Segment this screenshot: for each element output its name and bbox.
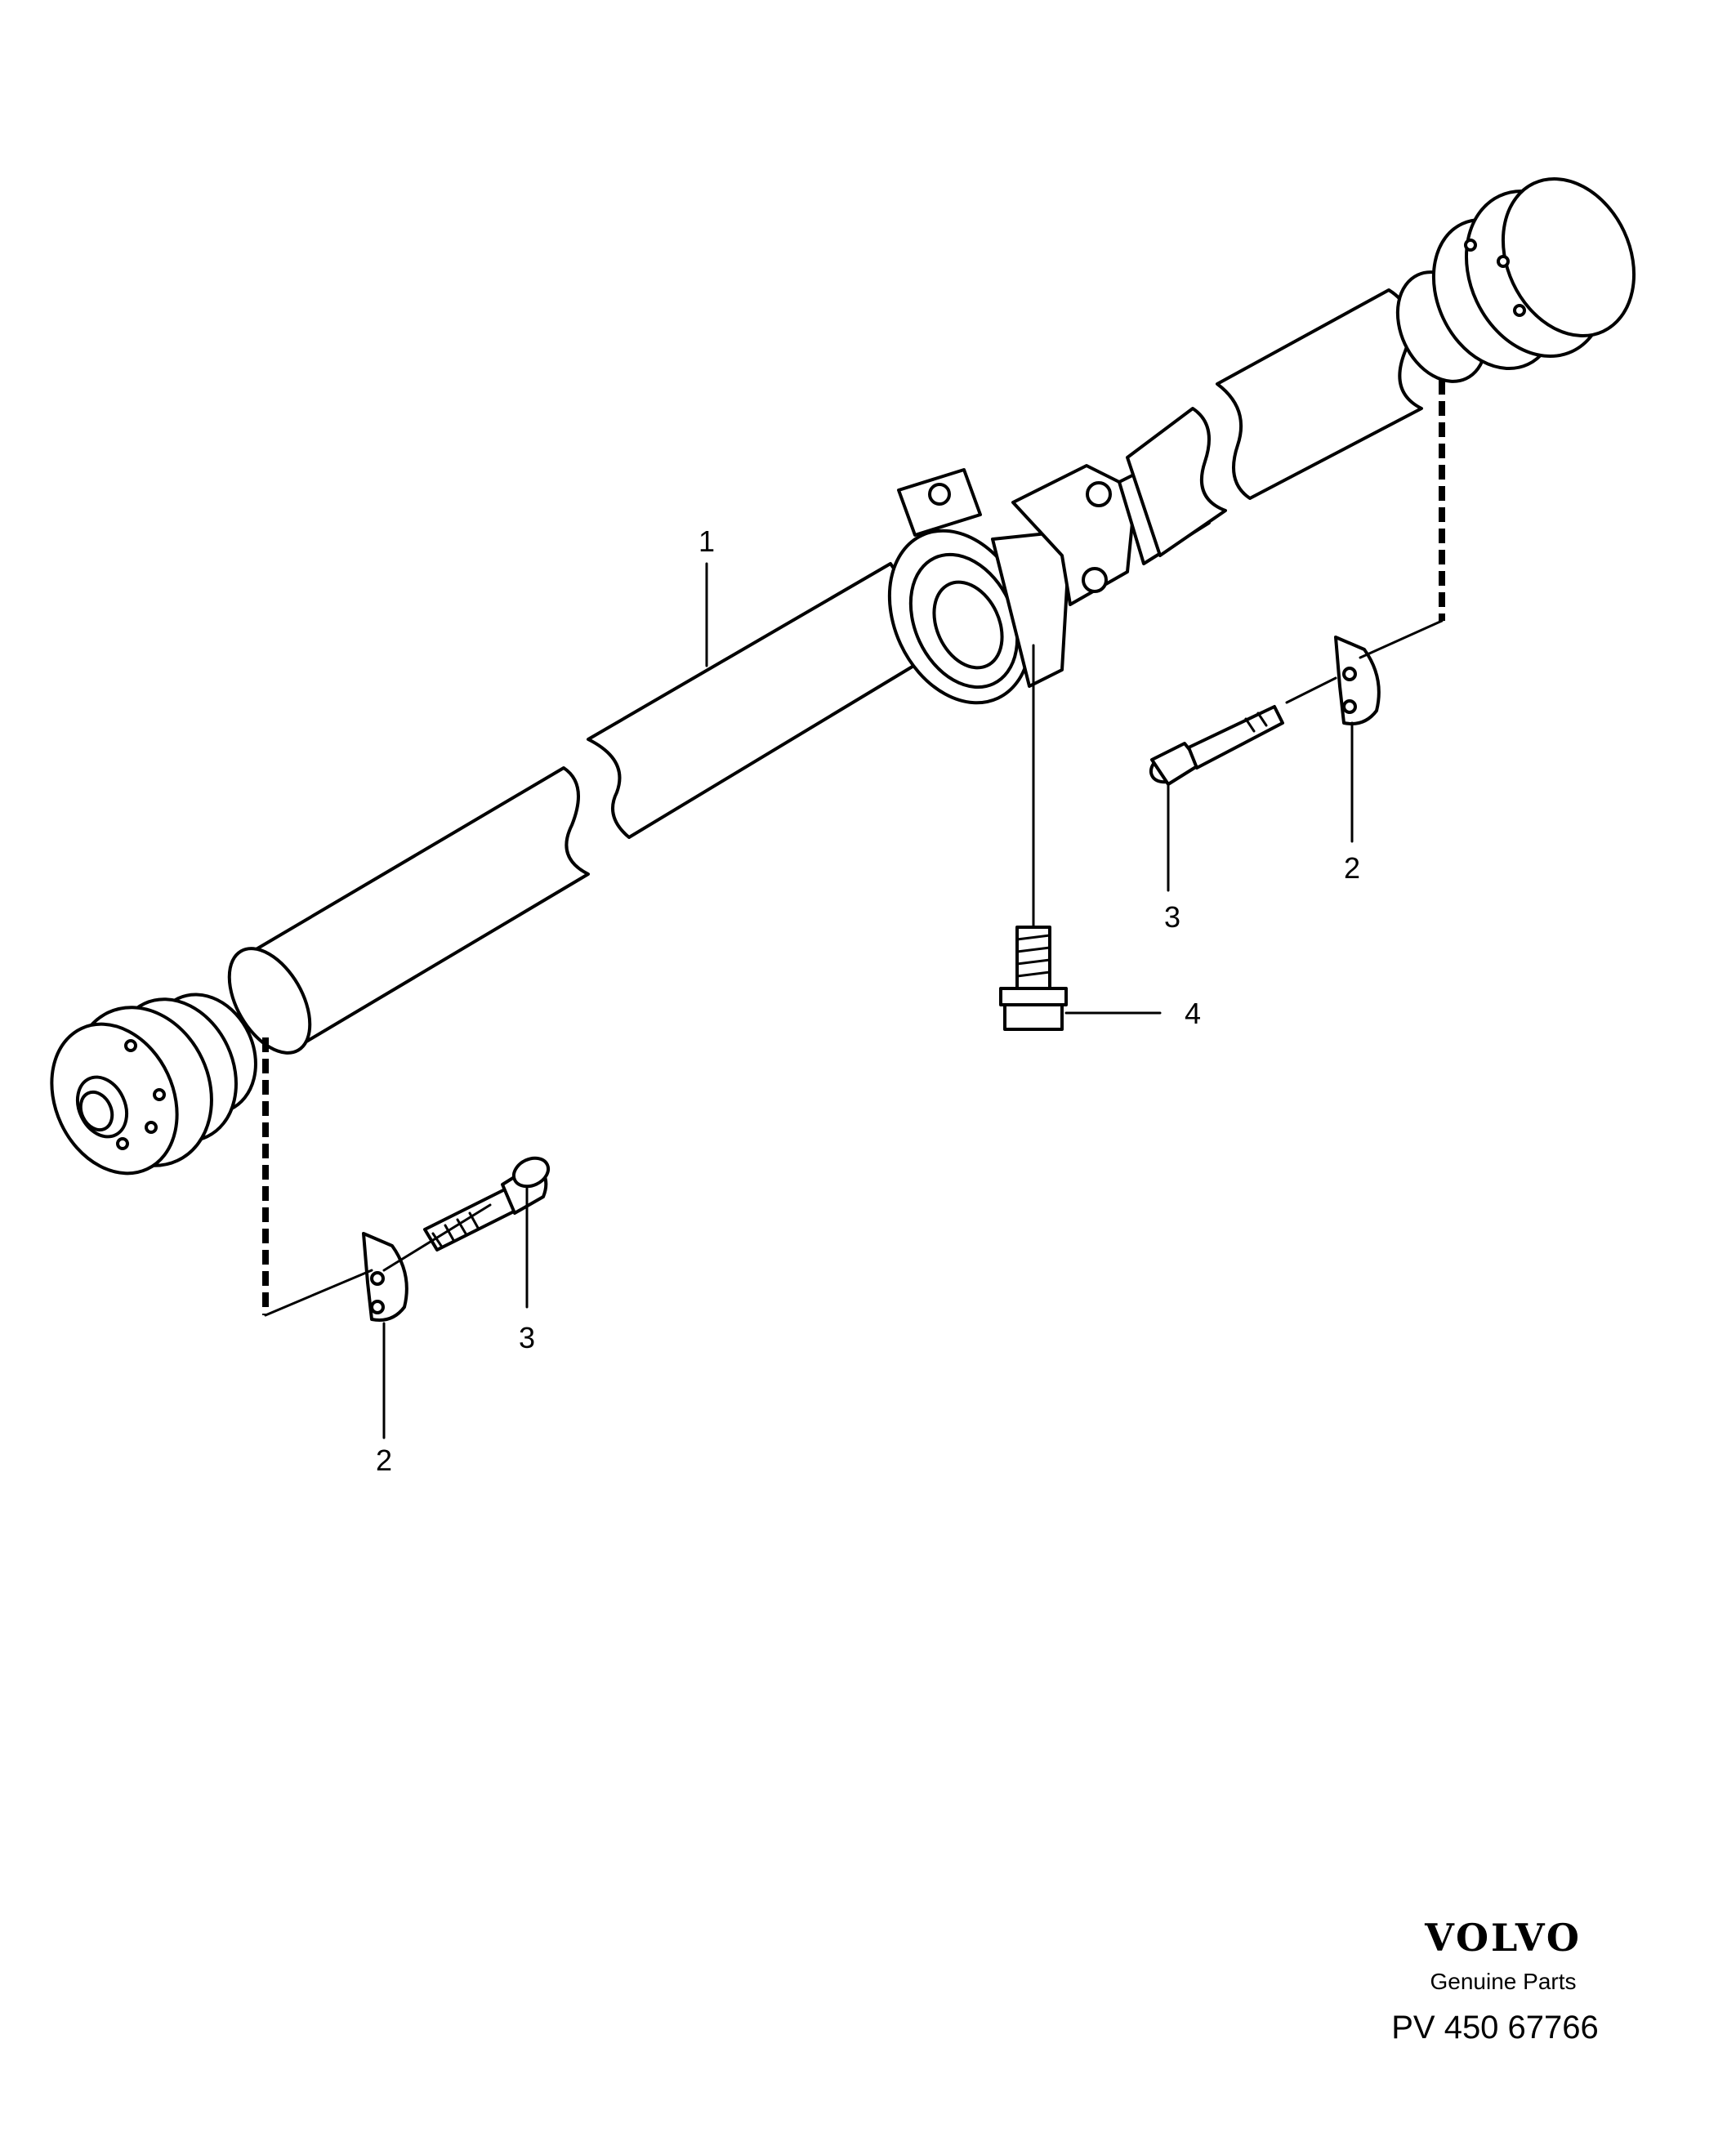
right-clip-icon: [1334, 636, 1381, 725]
callout-right-clip: 2: [1344, 851, 1360, 885]
leader-lines: [382, 562, 1354, 1439]
right-socket-bolt-icon: [1149, 705, 1284, 786]
callout-right-bolt: 3: [1164, 900, 1180, 934]
brand-subtitle: Genuine Parts: [1430, 1969, 1577, 1994]
volvo-logo: VOLVO: [1425, 1916, 1582, 1960]
callout-flange-bolt: 4: [1185, 997, 1201, 1030]
center-bearing-icon: [887, 468, 1072, 705]
right-coupling-icon: [1395, 176, 1636, 383]
part-number: PV 450 67766: [1391, 2010, 1599, 2046]
left-coupling-icon: [50, 993, 257, 1176]
callout-shaft: 1: [698, 524, 715, 558]
assembly-guide-lines: [262, 380, 1445, 1317]
left-socket-bolt-icon: [423, 1156, 551, 1252]
center-tube-segment: [587, 562, 949, 839]
left-clip-icon: [362, 1232, 408, 1322]
flange-bolt-icon: [999, 926, 1068, 1031]
callout-left-bolt: 3: [519, 1321, 535, 1354]
callout-left-clip: 2: [376, 1443, 392, 1477]
right-tube-segment: [1126, 288, 1423, 557]
left-tube-segment: [227, 766, 590, 1055]
